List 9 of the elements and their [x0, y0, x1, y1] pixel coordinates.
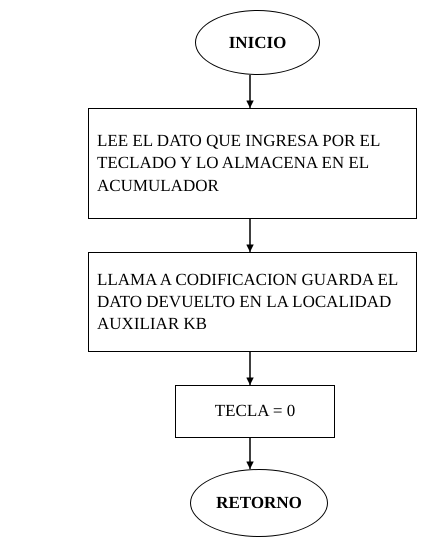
terminal-ellipse: INICIO: [195, 10, 320, 75]
process-box: TECLA = 0: [175, 385, 335, 438]
arrow: [246, 75, 254, 108]
arrow: [246, 352, 254, 385]
process-box: LEE EL DATO QUE INGRESA POR EL TECLADO Y LO ALMACENA EN EL ACUMULADOR: [88, 108, 417, 219]
arrow: [246, 219, 254, 252]
process-box: LLAMA A CODIFICACION GUARDA EL DATO DEVUELTO EN LA LOCALIDAD AUXILIAR KB: [88, 252, 417, 352]
arrow: [246, 438, 254, 469]
terminal-ellipse: RETORNO: [190, 469, 328, 537]
